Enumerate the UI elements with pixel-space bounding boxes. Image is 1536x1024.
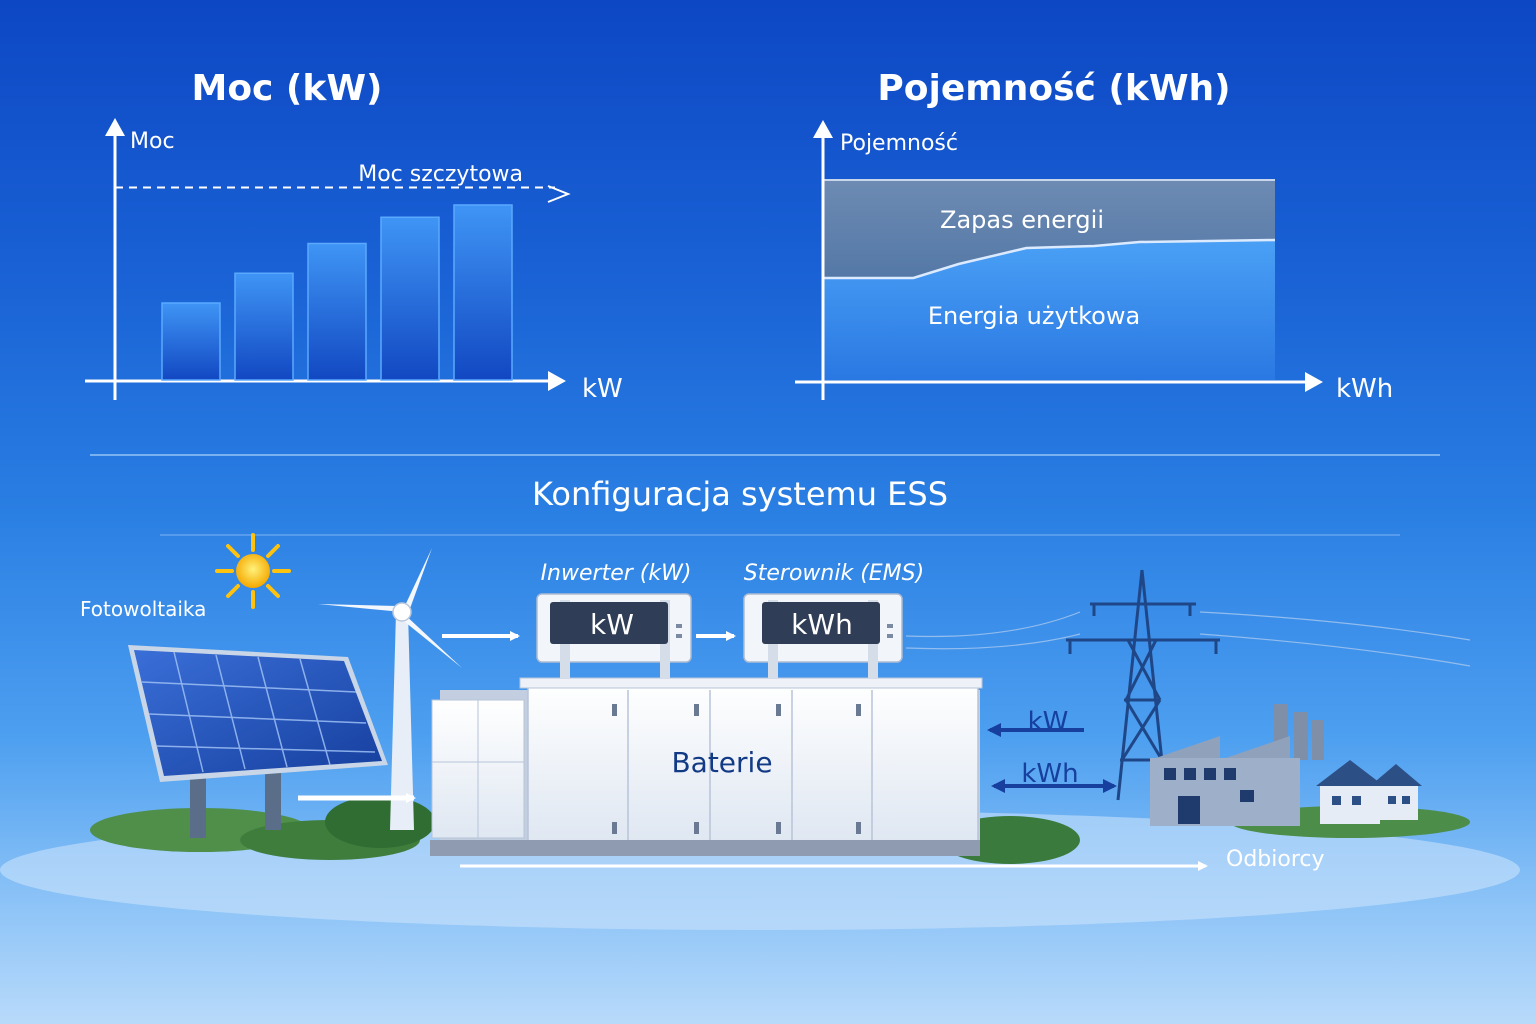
inverter-unit: Inwerter (kW) kW [536, 561, 692, 678]
consumers-label: Odbiorcy [1226, 847, 1325, 872]
capacity-chart-title: Pojemność (kWh) [877, 68, 1230, 109]
power-bar-5 [453, 204, 513, 381]
capacity-y-arrow [813, 120, 833, 138]
solar-label: Fotowoltaika [80, 597, 206, 621]
peak-power-arrow [547, 185, 571, 203]
power-x-arrow [548, 371, 566, 391]
controller-display: kWh [791, 608, 853, 641]
grid-kwh-label: kWh [1021, 759, 1078, 789]
grid-kw-label: kW [1028, 707, 1069, 737]
inverter-label: Inwerter (kW) [541, 561, 692, 586]
power-bar-1 [161, 302, 221, 381]
capacity-y-label: Pojemność [840, 131, 958, 156]
controller-unit: Sterownik (EMS) kWh [743, 561, 924, 678]
power-bar-4 [380, 216, 440, 381]
power-y-arrow [105, 118, 125, 136]
sun-icon [215, 533, 291, 609]
inverter-display: kW [590, 608, 634, 641]
power-bar-2 [234, 272, 294, 381]
usable-energy-label: Energia użytkowa [928, 302, 1140, 330]
power-y-label: Moc [130, 129, 175, 154]
capacity-chart: Pojemność (kWh) Pojemność kWh Zapas ener… [795, 68, 1393, 404]
capacity-areas [823, 179, 1276, 380]
wind-turbine-icon [318, 548, 462, 830]
reserve-energy-label: Zapas energii [940, 206, 1104, 234]
capacity-x-arrow [1305, 372, 1323, 392]
power-x-label: kW [582, 374, 623, 404]
peak-power-label: Moc szczytowa [358, 162, 523, 187]
reserve-energy-area [823, 180, 1275, 278]
power-chart-title: Moc (kW) [192, 68, 383, 109]
usable-energy-boundary [823, 238, 1276, 280]
houses-icon [1316, 760, 1422, 824]
usable-energy-area [823, 240, 1275, 380]
solar-panel-icon [128, 645, 388, 838]
power-chart: Moc (kW) Moc kW Moc szczytowa [85, 68, 623, 404]
power-bars [161, 204, 513, 381]
controller-label: Sterownik (EMS) [744, 561, 924, 586]
power-bar-3 [307, 242, 367, 381]
capacity-x-label: kWh [1336, 374, 1393, 404]
battery-container: Baterie [430, 677, 983, 856]
power-lines [905, 611, 1471, 667]
battery-label: Baterie [671, 746, 772, 779]
factory-icon [1150, 704, 1324, 826]
section-title: Konfiguracja systemu ESS [532, 475, 948, 513]
transmission-tower-icon [1066, 569, 1220, 801]
